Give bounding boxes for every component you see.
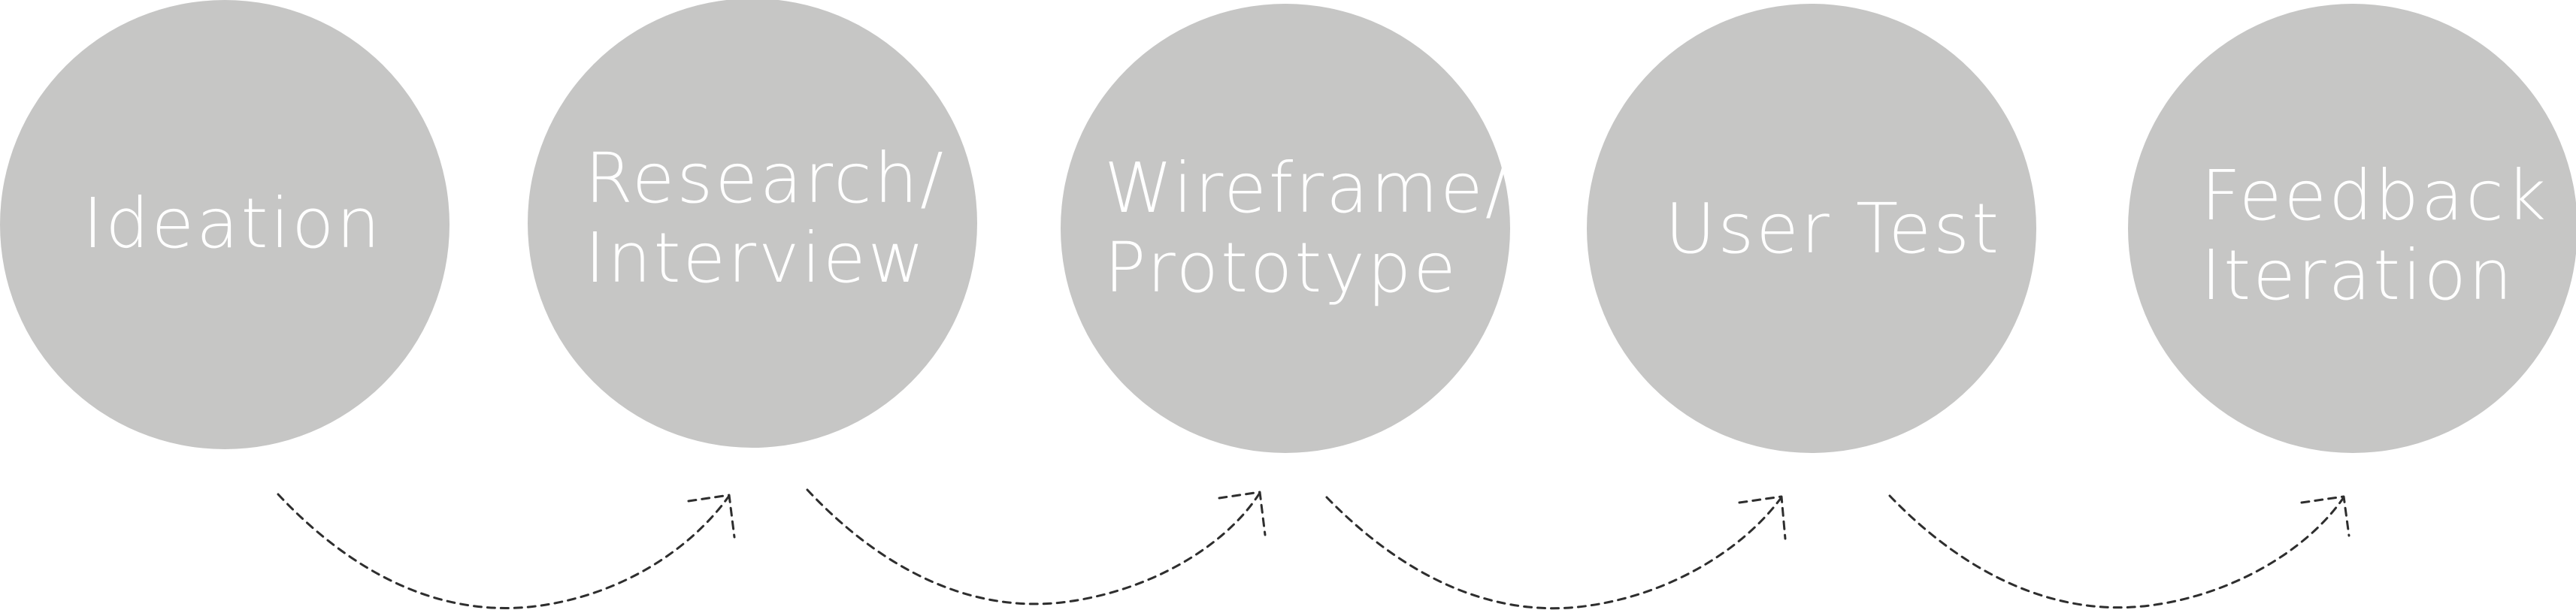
arrow-ideation-to-research-curve <box>277 493 731 609</box>
step-feedback-iteration <box>2128 4 2576 453</box>
arrow-wireframe-to-usertest <box>1325 495 1787 610</box>
arrow-wireframe-to-usertest-curve <box>1325 496 1783 610</box>
arrow-usertest-to-feedback-curve <box>1888 494 2345 609</box>
arrow-usertest-to-feedback <box>1888 494 2350 609</box>
step-wireframe-prototype <box>1061 4 1510 453</box>
step-ideation <box>0 0 450 449</box>
step-research-interview-label: Research/ Interview <box>585 138 946 298</box>
arrow-research-to-wireframe-head <box>1218 491 1267 536</box>
arrow-ideation-to-research-head <box>687 494 736 539</box>
step-ideation-label: Ideation <box>83 183 383 264</box>
arrow-wireframe-to-usertest-head <box>1738 495 1787 540</box>
step-user-test <box>1587 4 2036 453</box>
arrow-research-to-wireframe <box>806 488 1267 605</box>
step-user-test-label: User Test <box>1665 189 2002 269</box>
step-research-interview <box>528 0 977 448</box>
arrow-ideation-to-research <box>277 493 736 609</box>
arrow-research-to-wireframe-curve <box>806 488 1261 605</box>
step-wireframe-prototype-label: Wireframe/ Prototype <box>1104 148 1511 308</box>
arrow-usertest-to-feedback-head <box>2300 495 2350 537</box>
step-feedback-iteration-label: Feedback Iteration <box>2201 156 2549 316</box>
